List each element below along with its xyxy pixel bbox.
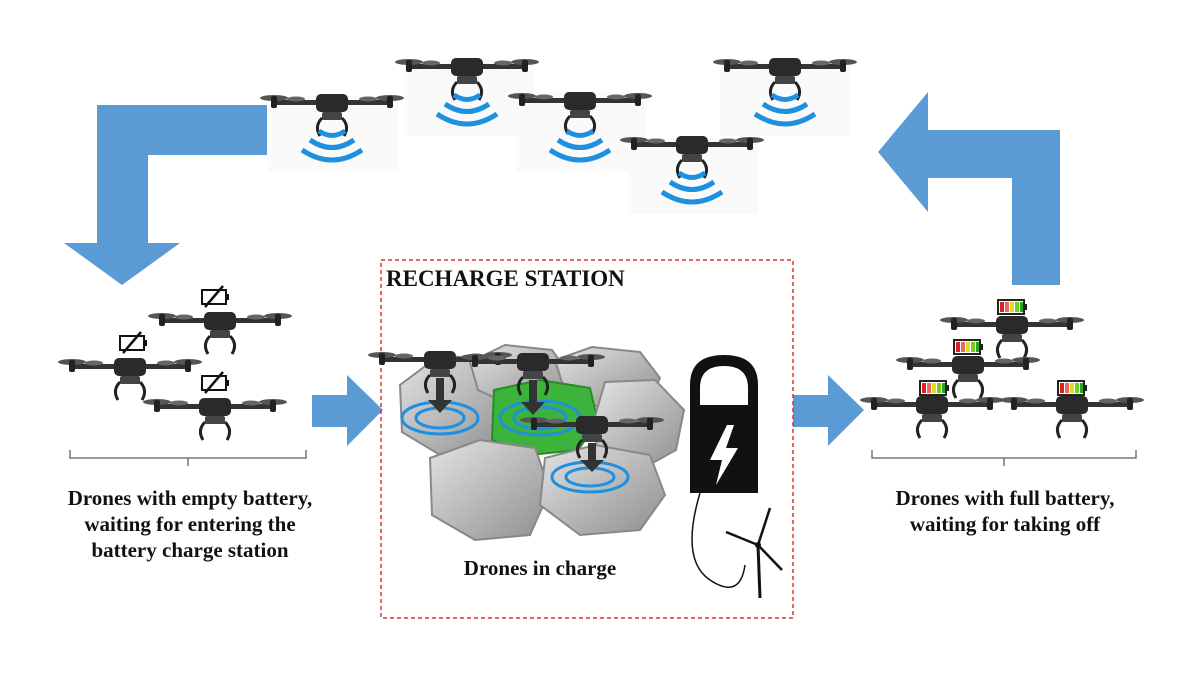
- flow-arrow-top-right: [878, 92, 1060, 285]
- empty-battery-icon: [200, 284, 231, 309]
- left-group-caption: Drones with empty battery, waiting for e…: [40, 485, 340, 563]
- drone-icon: [894, 354, 1042, 400]
- full-battery-icon: [953, 339, 984, 355]
- lightning-icon: [710, 425, 738, 485]
- caption-line: waiting for entering the: [84, 512, 296, 536]
- drone-icon: [998, 394, 1146, 440]
- caption-line: Drones with empty battery,: [67, 486, 313, 510]
- drone-icon: [146, 310, 294, 356]
- full-battery-icon: [919, 380, 950, 396]
- charger-icon: [690, 355, 758, 589]
- recharge-station-box: [380, 259, 794, 619]
- flow-arrow-from-station: [793, 375, 864, 446]
- caption-line: battery charge station: [91, 538, 289, 562]
- empty-battery-icon: [200, 370, 231, 395]
- caption-line: waiting for taking off: [909, 512, 1101, 536]
- caption-line: Drones with full battery,: [895, 486, 1115, 510]
- recharge-station-title: RECHARGE STATION: [386, 266, 625, 291]
- drone-icon: [858, 394, 1006, 440]
- down-arrow-icon: [428, 378, 452, 413]
- flying-drones: [258, 56, 859, 214]
- charging-drones: [366, 349, 666, 472]
- drone-icon: [56, 356, 204, 402]
- drone-icon: [141, 396, 289, 442]
- drones-in-charge-label: Drones in charge: [463, 556, 617, 580]
- down-arrow-icon: [521, 380, 545, 415]
- flow-arrow-top-left: [64, 105, 267, 285]
- empty-battery-drones: [56, 284, 307, 466]
- wind-turbine-icon: [725, 507, 783, 599]
- empty-battery-icon: [118, 330, 149, 355]
- right-group-caption: Drones with full battery, waiting for ta…: [860, 485, 1150, 537]
- down-arrow-icon: [580, 443, 604, 472]
- full-battery-drones: [858, 299, 1146, 466]
- full-battery-icon: [1057, 380, 1088, 396]
- full-battery-icon: [997, 299, 1028, 315]
- flow-arrow-to-station: [312, 375, 383, 446]
